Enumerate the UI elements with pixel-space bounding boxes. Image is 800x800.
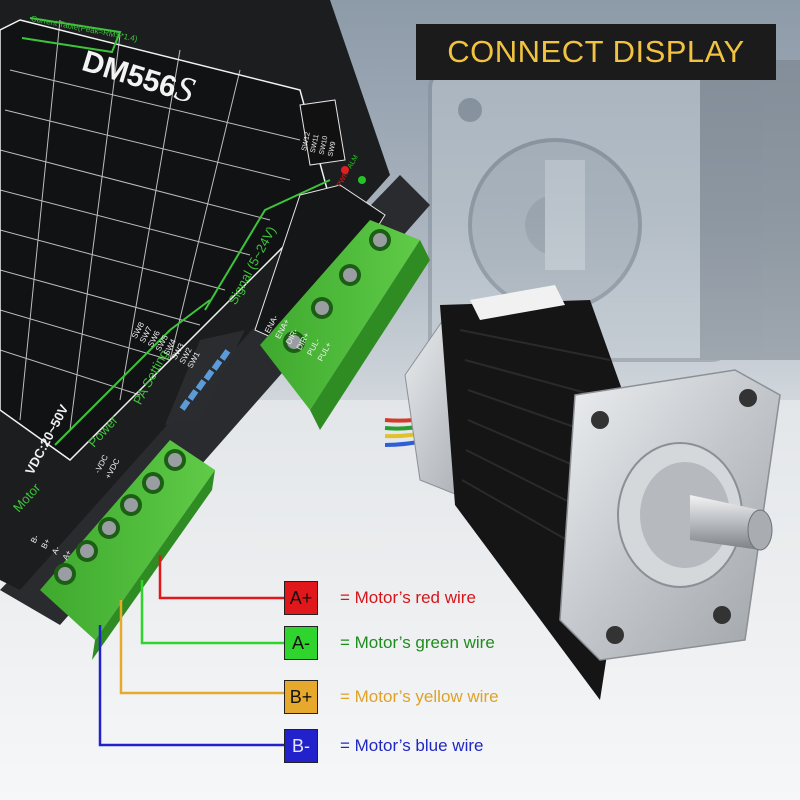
pin-badge-a-minus: A- — [284, 626, 318, 660]
connect-display-banner: CONNECT DISPLAY — [416, 24, 776, 80]
motor-terminal-block — [40, 440, 215, 660]
wire-lines — [98, 555, 284, 747]
wire-line-a-plus — [158, 555, 284, 600]
pin-badge-label: B- — [292, 735, 310, 756]
wire-line-b-minus — [98, 625, 284, 747]
wire-description: = Motor’s green wire — [340, 633, 495, 652]
legend-row-b-plus: B+ = Motor’s yellow wire — [284, 679, 499, 715]
pin-badge-a-plus: A+ — [284, 581, 318, 615]
wire-description: = Motor’s yellow wire — [340, 687, 499, 706]
wire-line-b-plus — [119, 600, 284, 695]
pin-badge-label: A+ — [289, 587, 313, 608]
signal-terminal-block — [260, 220, 430, 430]
wire-line-a-minus — [140, 580, 284, 645]
pin-badge-label: B+ — [289, 686, 313, 707]
stepper-motor — [384, 285, 781, 700]
banner-title: CONNECT DISPLAY — [447, 34, 745, 69]
legend-row-a-minus: A- = Motor’s green wire — [284, 625, 495, 661]
wire-description: = Motor’s blue wire — [340, 736, 484, 755]
legend-row-b-minus: B- = Motor’s blue wire — [284, 728, 483, 764]
pin-badge-b-minus: B- — [284, 729, 318, 763]
pin-badge-b-plus: B+ — [284, 680, 318, 714]
pin-badge-label: A- — [292, 632, 310, 653]
wire-description: = Motor’s red wire — [340, 588, 476, 607]
legend-row-a-plus: A+ = Motor’s red wire — [284, 580, 476, 616]
